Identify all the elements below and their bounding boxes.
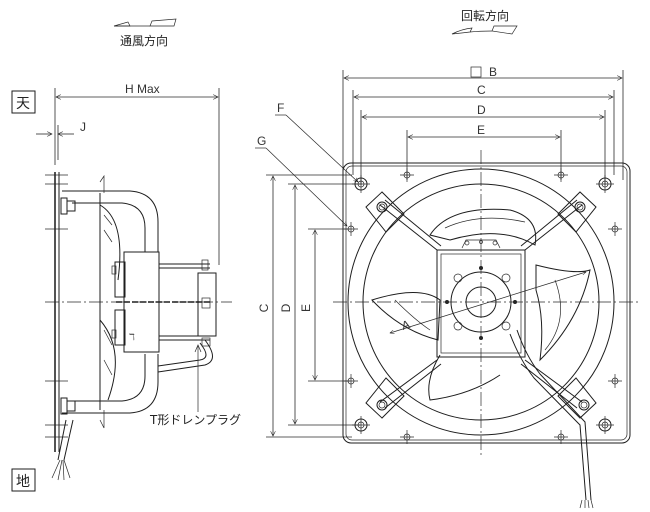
motor-mount-lugs bbox=[365, 191, 597, 419]
dim-c-vertical-label: C bbox=[257, 303, 271, 312]
front-view: B C D E C D E F G bbox=[255, 65, 640, 509]
dim-j-label: J bbox=[80, 120, 86, 134]
motor-mark: ℸ bbox=[129, 332, 135, 342]
top-marker: 天 bbox=[11, 90, 36, 114]
dim-h-max-label: H Max bbox=[125, 82, 160, 96]
mount-hole-g bbox=[344, 168, 622, 444]
bottom-marker-label: 地 bbox=[16, 474, 30, 490]
dim-d-label: D bbox=[477, 103, 486, 117]
label-f: F bbox=[277, 101, 284, 115]
airflow-arrow-icon bbox=[113, 18, 177, 27]
dim-e-label: E bbox=[477, 123, 485, 137]
mount-hole-f bbox=[352, 175, 614, 434]
rotation-arrow-icon bbox=[451, 25, 518, 35]
airflow-direction-label: 通風方向 bbox=[120, 33, 168, 48]
bottom-marker: 地 bbox=[11, 468, 36, 492]
dim-e-vertical-label: E bbox=[299, 304, 313, 312]
rotation-direction-label: 回転方向 bbox=[461, 8, 509, 23]
dim-d-vertical-label: D bbox=[279, 303, 293, 312]
drain-plug-label: T形ドレンプラグ bbox=[149, 413, 241, 427]
top-marker-label: 天 bbox=[16, 96, 30, 112]
dim-a-label: A bbox=[400, 317, 412, 333]
label-g: G bbox=[257, 134, 266, 148]
side-view: H Max J bbox=[36, 82, 241, 481]
dim-c-label: C bbox=[477, 83, 486, 97]
dim-b-label: B bbox=[489, 65, 497, 79]
